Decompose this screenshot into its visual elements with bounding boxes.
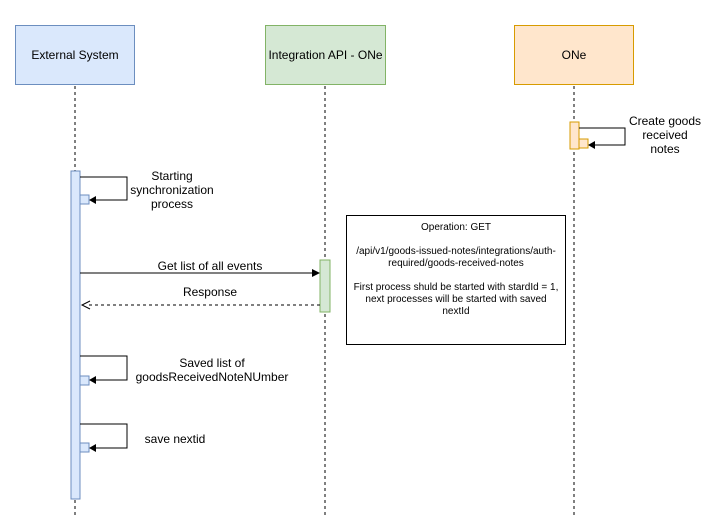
arrowhead [89,444,96,452]
participant-integration-api: Integration API - ONe [265,25,386,85]
note-operation: Operation: GET [420,222,492,233]
label-saved-list: Saved list of goodsReceivedNoteNUmber [135,356,289,384]
activation-nested-save-nextid [79,442,90,453]
self-message-save-nextid [80,423,128,449]
arrowhead [312,269,320,277]
participant-one: ONe [514,25,634,85]
label-create-goods: Create goods received notes [628,114,702,156]
activation-integration-api [319,259,331,313]
label-starting-sync: Starting synchronization process [130,169,214,211]
activation-one-nested [578,138,589,149]
note-endpoint: /api/v1/goods-issued-notes/integrations/… [356,246,556,269]
note-description: First process shuld be started with star… [353,282,559,317]
arrowhead [80,300,91,310]
label-save-nextid: save nextid [144,432,206,446]
arrowhead [588,141,595,149]
arrowhead [89,196,96,204]
activation-one [569,121,580,150]
operation-note: Operation: GET /api/v1/goods-issued-note… [346,215,566,345]
self-message-create-goods [579,127,626,146]
self-message-saved-list [80,355,128,381]
self-message-starting-sync [80,176,128,201]
participant-external-system: External System [15,25,135,85]
activation-nested-sync [79,194,90,205]
label-get-list: Get list of all events [157,259,263,273]
arrowhead [89,376,96,384]
activation-external-system [70,170,81,500]
activation-nested-saved-list [79,375,90,386]
label-response: Response [182,285,238,299]
